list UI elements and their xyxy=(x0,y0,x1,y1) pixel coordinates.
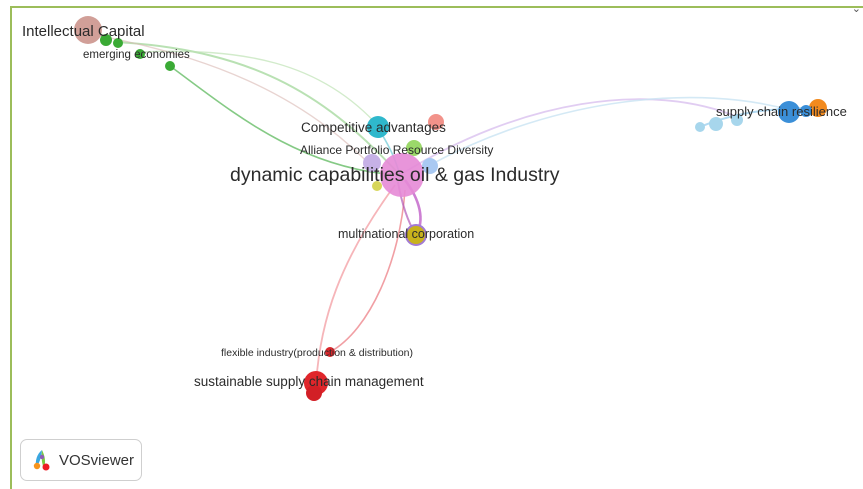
node-emerging-economies[interactable] xyxy=(100,34,112,46)
collapse-chevron-icon[interactable]: ⌄ xyxy=(851,3,861,15)
node-alliance-portfolio[interactable] xyxy=(406,140,422,156)
network-edge xyxy=(399,98,741,176)
node-supply-2[interactable] xyxy=(709,117,723,131)
node-light-blue[interactable] xyxy=(422,158,438,174)
label-emerging-economies[interactable]: emerging economies xyxy=(83,49,190,61)
node-multinational-ring xyxy=(405,224,427,246)
network-edge xyxy=(114,41,401,176)
network-edge xyxy=(99,35,376,171)
network-nodes xyxy=(74,16,827,401)
vosviewer-logo-icon xyxy=(33,450,50,471)
label-dynamic-capabilities[interactable]: dynamic capabilities oil & gas Industry xyxy=(230,164,560,186)
node-competitive-advantages[interactable] xyxy=(367,116,389,138)
node-small-yellow[interactable] xyxy=(372,181,382,191)
node-lavender[interactable] xyxy=(363,154,381,172)
label-flexible-industry[interactable]: flexible industry(production & distribut… xyxy=(221,347,413,359)
node-emerging-economies-3[interactable] xyxy=(135,49,145,59)
network-edge xyxy=(139,50,381,129)
node-supply-chain-resilience[interactable] xyxy=(778,101,800,123)
label-competitive-advantages[interactable]: Competitive advantages xyxy=(301,120,446,135)
node-multinational-corporation[interactable] xyxy=(406,225,426,245)
network-edge xyxy=(329,189,406,353)
network-canvas[interactable]: ⌄ xyxy=(10,3,863,489)
label-sustainable-supply-chain[interactable]: sustainable supply chain management xyxy=(194,374,424,389)
label-alliance-portfolio[interactable]: Alliance Portfolio Resource Diversity xyxy=(300,143,493,157)
node-small-salmon[interactable] xyxy=(428,114,444,130)
node-supply-blue-2[interactable] xyxy=(800,105,812,117)
vosviewer-badge[interactable]: VOSviewer xyxy=(20,439,142,481)
node-intellectual-capital[interactable] xyxy=(74,16,102,44)
network-labels: Intellectual Capital emerging economies … xyxy=(22,23,847,389)
node-sustainable-2[interactable] xyxy=(306,385,322,401)
network-edges xyxy=(99,35,821,386)
node-flexible-industry[interactable] xyxy=(325,347,335,357)
node-emerging-economies-2[interactable] xyxy=(113,38,123,48)
node-supply-orange[interactable] xyxy=(809,99,827,117)
network-edge xyxy=(315,184,396,386)
node-dynamic-capabilities[interactable] xyxy=(380,153,424,197)
label-supply-chain-resilience[interactable]: supply chain resilience xyxy=(716,104,847,119)
network-edge xyxy=(169,65,401,176)
vosviewer-label: VOSviewer xyxy=(59,451,135,469)
label-multinational-corporation[interactable]: multinational corporation xyxy=(338,227,474,241)
node-emerging-economies-4[interactable] xyxy=(165,61,175,71)
label-intellectual-capital[interactable]: Intellectual Capital xyxy=(22,23,145,40)
node-supply-3[interactable] xyxy=(731,114,743,126)
node-supply-1[interactable] xyxy=(695,122,705,132)
network-edge xyxy=(429,96,791,166)
